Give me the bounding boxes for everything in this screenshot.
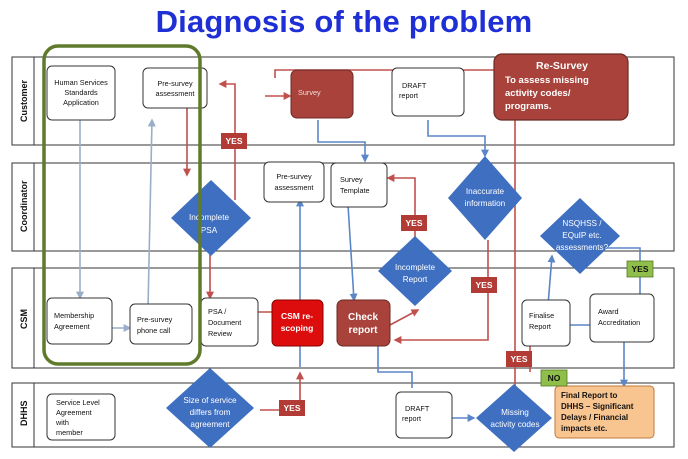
- svg-text:phone call: phone call: [137, 326, 171, 335]
- box-pre-survey-phone-call: Pre-survey phone call: [129, 303, 193, 345]
- svg-text:Pre-survey: Pre-survey: [276, 172, 312, 181]
- tag-no-nsqhss: NO: [540, 369, 568, 387]
- tag-yes-missing: YES: [506, 351, 532, 367]
- box-service-level-agreement: Service Level Agreement with member: [46, 393, 116, 441]
- box-survey-template: Survey Template: [330, 162, 388, 208]
- svg-text:Final Report to: Final Report to: [561, 391, 618, 400]
- svg-text:differs from: differs from: [190, 408, 231, 417]
- decision-missing-activity-codes: Missing activity codes: [476, 384, 552, 452]
- svg-text:Report: Report: [529, 322, 551, 331]
- svg-text:agreement: agreement: [190, 420, 230, 429]
- svg-text:report: report: [399, 91, 418, 100]
- decision-nsqhss: NSQHSS / EQuIP etc. assessments?: [540, 198, 620, 274]
- tag-yes-psa: YES: [221, 133, 247, 149]
- box-check-report: Check report: [336, 299, 391, 347]
- svg-text:Standards: Standards: [64, 88, 98, 97]
- box-re-survey: Re-Survey To assess missing activity cod…: [493, 53, 629, 121]
- svg-text:YES: YES: [225, 136, 242, 146]
- svg-text:Agreement: Agreement: [56, 408, 92, 417]
- svg-text:activity codes: activity codes: [490, 420, 539, 429]
- box-csm-rescoping: CSM re- scoping: [271, 299, 324, 347]
- tag-yes-size: YES: [279, 400, 305, 416]
- svg-text:member: member: [56, 428, 83, 437]
- svg-text:YES: YES: [405, 218, 422, 228]
- svg-text:programs.: programs.: [505, 101, 551, 112]
- svg-text:Review: Review: [208, 329, 233, 338]
- box-survey: Survey: [290, 69, 354, 119]
- svg-text:assessment: assessment: [275, 183, 314, 192]
- svg-text:Re-Survey: Re-Survey: [536, 60, 588, 72]
- svg-text:CSM re-: CSM re-: [281, 311, 313, 321]
- svg-text:NSQHSS /: NSQHSS /: [562, 219, 602, 228]
- svg-text:Agreement: Agreement: [54, 322, 90, 331]
- svg-text:Service Level: Service Level: [56, 398, 100, 407]
- box-psa-document-review: PSA / Document Review: [200, 297, 259, 347]
- svg-text:Report: Report: [403, 275, 428, 284]
- svg-text:assessment: assessment: [156, 89, 195, 98]
- box-membership-agreement: Membership Agreement: [46, 297, 113, 345]
- svg-text:Size of service: Size of service: [183, 396, 237, 405]
- decision-size-of-service: Size of service differs from agreement: [166, 368, 254, 448]
- svg-text:scoping: scoping: [281, 323, 314, 333]
- svg-text:Template: Template: [340, 186, 370, 195]
- svg-text:Survey: Survey: [298, 88, 321, 97]
- svg-text:Award: Award: [598, 307, 619, 316]
- tag-yes-inaccurate: YES: [471, 277, 497, 293]
- box-finalise-report: Finalise Report: [521, 299, 571, 347]
- svg-text:DRAFT: DRAFT: [405, 404, 430, 413]
- svg-text:impacts etc.: impacts etc.: [561, 424, 607, 433]
- svg-text:To assess missing: To assess missing: [505, 75, 589, 86]
- svg-text:activity codes/: activity codes/: [505, 88, 571, 99]
- svg-text:Incomplete: Incomplete: [189, 213, 229, 222]
- svg-text:Human Services: Human Services: [54, 78, 108, 87]
- tag-yes-incomplete-report: YES: [401, 215, 427, 231]
- svg-text:PSA /: PSA /: [208, 307, 227, 316]
- box-final-report: Final Report to DHHS – Significant Delay…: [554, 385, 655, 439]
- box-pre-survey-assessment-coordinator: Pre-survey assessment: [263, 161, 325, 203]
- box-award-accreditation: Award Accreditation: [589, 293, 655, 343]
- decision-incomplete-psa: Incomplete PSA: [171, 180, 251, 256]
- highlight-outline: [42, 44, 202, 366]
- box-draft-report-dhhs: DRAFT report: [395, 391, 453, 439]
- lane-label-dhhs: DHHS: [19, 400, 29, 426]
- svg-text:Pre-survey: Pre-survey: [157, 79, 193, 88]
- svg-text:report: report: [349, 325, 379, 336]
- svg-text:Membership: Membership: [54, 311, 94, 320]
- page-title: Diagnosis of the problem: [155, 4, 533, 39]
- box-draft-report-customer: DRAFT report: [391, 67, 465, 117]
- svg-text:assessments?: assessments?: [556, 243, 609, 252]
- svg-text:YES: YES: [510, 354, 527, 364]
- svg-text:Application: Application: [63, 98, 99, 107]
- svg-text:DHHS – Significant: DHHS – Significant: [561, 402, 634, 411]
- lane-label-csm: CSM: [19, 309, 29, 329]
- svg-text:information: information: [465, 199, 506, 208]
- box-pre-survey-assessment-customer: Pre-survey assessment: [142, 67, 208, 109]
- box-hss-application: Human Services Standards Application: [46, 65, 116, 121]
- decision-inaccurate-information: Inaccurate information: [448, 156, 522, 240]
- svg-text:with: with: [55, 418, 69, 427]
- svg-text:DRAFT: DRAFT: [402, 81, 427, 90]
- svg-text:Missing: Missing: [501, 408, 529, 417]
- svg-text:YES: YES: [475, 280, 492, 290]
- lane-label-customer: Customer: [19, 79, 29, 122]
- svg-text:NO: NO: [548, 373, 561, 383]
- decision-incomplete-report: Incomplete Report: [378, 236, 452, 306]
- svg-text:Finalise: Finalise: [529, 311, 554, 320]
- svg-text:YES: YES: [283, 403, 300, 413]
- svg-text:Survey: Survey: [340, 175, 363, 184]
- svg-text:Pre-survey: Pre-survey: [137, 315, 173, 324]
- svg-text:PSA: PSA: [201, 226, 218, 235]
- svg-text:YES: YES: [631, 264, 648, 274]
- svg-text:EQuIP etc.: EQuIP etc.: [562, 231, 601, 240]
- tag-yes-nsqhss: YES: [626, 260, 654, 278]
- svg-text:Document: Document: [208, 318, 241, 327]
- svg-text:Check: Check: [348, 312, 378, 323]
- svg-text:Incomplete: Incomplete: [395, 263, 435, 272]
- lane-label-coordinator: Coordinator: [19, 180, 29, 232]
- svg-text:Delays / Financial: Delays / Financial: [561, 413, 628, 422]
- svg-text:Inaccurate: Inaccurate: [466, 187, 505, 196]
- svg-text:Accreditation: Accreditation: [598, 318, 640, 327]
- svg-text:report: report: [402, 414, 421, 423]
